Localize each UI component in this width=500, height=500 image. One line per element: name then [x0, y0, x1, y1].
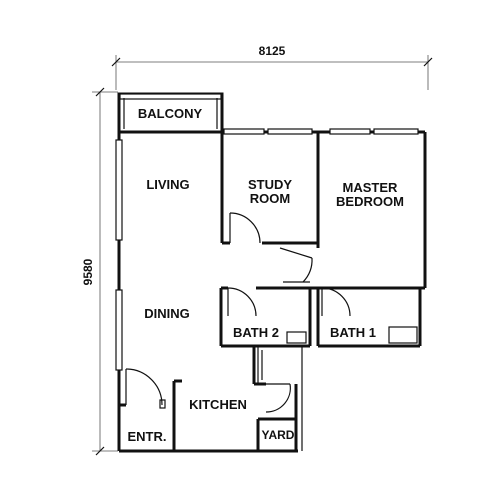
- bath1-label: BATH 1: [330, 325, 376, 340]
- balcony-label: BALCONY: [138, 106, 203, 121]
- living-label: LIVING: [146, 177, 189, 192]
- fixtures: [159, 326, 418, 409]
- study-label-line2: ROOM: [250, 191, 290, 206]
- entrance-door-icon: [125, 368, 163, 406]
- dining-label: DINING: [144, 306, 190, 321]
- master-door-icon: [279, 247, 313, 283]
- kitchen-label: KITCHEN: [189, 397, 247, 412]
- width-dimension-label: 8125: [259, 44, 286, 58]
- doors: [125, 212, 351, 413]
- width-dimension: 8125: [111, 44, 433, 90]
- entrance-label: ENTR.: [128, 429, 167, 444]
- bath2-label: BATH 2: [233, 325, 279, 340]
- study-label-line1: STUDY: [248, 177, 292, 192]
- height-dimension: 9580: [81, 87, 118, 456]
- walls: [115, 128, 427, 453]
- bath1-door-icon: [321, 287, 351, 317]
- height-dimension-label: 9580: [81, 258, 95, 285]
- yard-label: YARD: [262, 428, 295, 442]
- master-label-line2: BEDROOM: [336, 194, 404, 209]
- room-labels: BALCONY LIVING STUDY ROOM MASTER BEDROOM…: [128, 106, 404, 444]
- study-door-icon: [229, 212, 261, 244]
- master-label-line1: MASTER: [343, 180, 399, 195]
- bath2-door-icon: [227, 287, 257, 317]
- kitchen-door-icon: [265, 383, 291, 413]
